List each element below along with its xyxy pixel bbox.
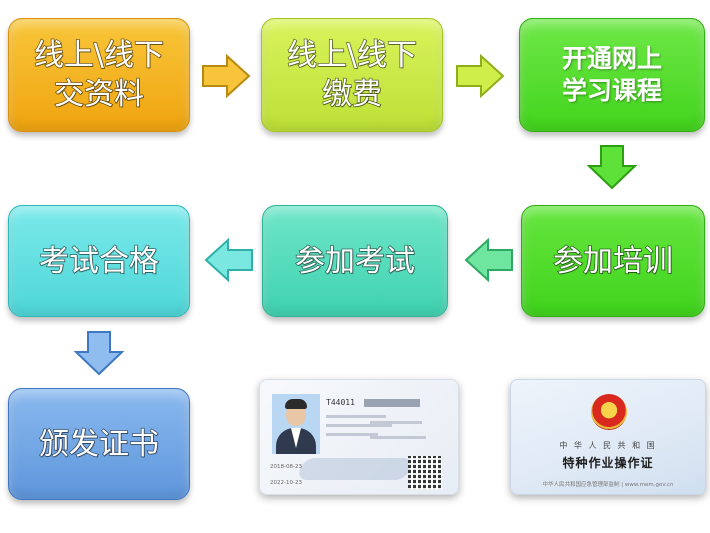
card-field-lines xyxy=(326,412,396,448)
certificate-card-cover: 中 华 人 民 共 和 国 特种作业操作证 中华人民共和国应急管理部监制 | w… xyxy=(510,379,706,495)
step-text-line: 参加考试 xyxy=(294,243,416,280)
step-text-line: 交资料 xyxy=(53,76,145,113)
step-issue-certificate: 颁发证书 xyxy=(8,388,190,500)
step-attend-training: 参加培训 xyxy=(521,205,705,317)
step-text-line: 学习课程 xyxy=(561,76,662,105)
step-text-line: 线上\线下 xyxy=(33,37,165,74)
arrow-down-icon xyxy=(587,145,637,190)
card-expiry-date: 2022-10-23 xyxy=(270,480,302,486)
arrow-left-icon xyxy=(464,238,513,282)
step-submit-materials: 线上\线下 交资料 xyxy=(8,18,190,132)
arrow-right-icon xyxy=(202,54,251,98)
step-text-line: 线上\线下 xyxy=(286,37,418,74)
card-field-lines xyxy=(370,418,430,448)
step-text-line: 颁发证书 xyxy=(38,426,160,463)
card-watermark xyxy=(295,458,415,480)
national-emblem-icon xyxy=(591,394,627,430)
card-issue-date: 2018-08-23 xyxy=(270,464,302,470)
card-country-text: 中 华 人 民 共 和 国 xyxy=(559,441,657,450)
step-text-line: 缴费 xyxy=(321,76,383,113)
step-open-online-course: 开通网上 学习课程 xyxy=(519,18,705,132)
step-pass-exam: 考试合格 xyxy=(8,205,190,317)
certificate-card-front: T44011 2018-08-23 2022-10-23 xyxy=(259,379,459,495)
holder-photo xyxy=(272,394,320,454)
step-take-exam: 参加考试 xyxy=(262,205,448,317)
step-pay-fees: 线上\线下 缴费 xyxy=(261,18,443,132)
qr-code-icon xyxy=(408,456,442,490)
card-id-number: T44011 xyxy=(326,398,355,407)
arrow-down-icon xyxy=(74,331,124,376)
redacted-bar xyxy=(364,399,420,407)
step-text-line: 参加培训 xyxy=(552,243,674,280)
arrow-right-icon xyxy=(456,54,505,98)
card-title-text: 特种作业操作证 xyxy=(562,456,654,470)
step-text-line: 开通网上 xyxy=(561,43,662,73)
arrow-left-icon xyxy=(204,238,253,282)
step-text-line: 考试合格 xyxy=(38,243,160,280)
card-footer-text: 中华人民共和国应急管理部监制 | www.mem.gov.cn xyxy=(542,482,674,488)
